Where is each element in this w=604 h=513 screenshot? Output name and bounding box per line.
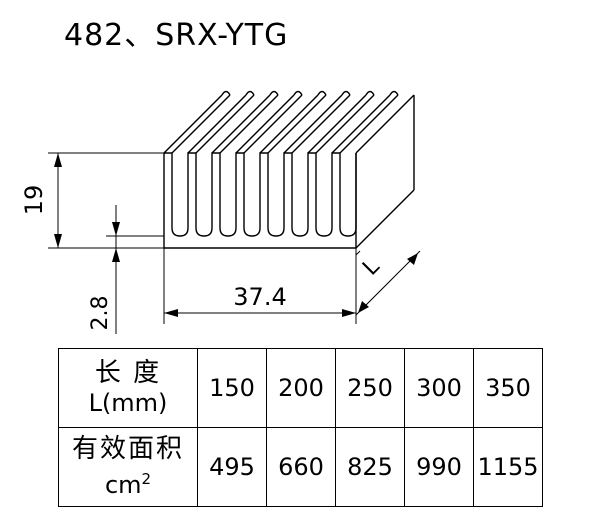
length-value: 350 — [473, 348, 543, 428]
width-label: 37.4 — [233, 283, 286, 311]
area-unit-base: cm — [104, 471, 142, 499]
area-value: 660 — [266, 427, 336, 507]
fin-back-caps — [221, 90, 399, 96]
area-header-cn: 有效面积 — [71, 434, 184, 464]
dim-length — [355, 250, 421, 316]
base-thickness-label: 2.8 — [88, 296, 113, 331]
table-row-area: 有效面积 cm2 495 660 825 990 1155 — [58, 427, 543, 507]
dim-width — [163, 248, 357, 324]
fin-top-edges — [163, 94, 415, 154]
area-value: 1155 — [473, 427, 543, 507]
dimension-arrows — [54, 153, 418, 317]
area-value: 990 — [404, 427, 474, 507]
table-row-length: 长 度 L(mm) 150 200 250 300 350 — [58, 348, 543, 428]
area-value: 495 — [197, 427, 267, 507]
area-unit-exponent: 2 — [141, 470, 152, 488]
length-header: 长 度 L(mm) — [58, 348, 198, 428]
area-value: 825 — [335, 427, 405, 507]
fin-profile — [164, 152, 357, 237]
length-value: 300 — [404, 348, 474, 428]
dim-height — [48, 152, 164, 249]
bottom-right-edge — [355, 189, 415, 249]
length-header-cn: 长 度 — [94, 358, 162, 388]
area-header-unit: cm2 — [59, 464, 197, 500]
length-value: 250 — [335, 348, 405, 428]
spec-table: 长 度 L(mm) 150 200 250 300 350 有效面积 cm2 4… — [58, 348, 543, 507]
length-value: 150 — [197, 348, 267, 428]
heatsink-drawing: 19 2.8 37.4 L — [20, 90, 421, 334]
length-value: 200 — [266, 348, 336, 428]
length-label: L — [358, 254, 385, 281]
area-header: 有效面积 cm2 — [58, 427, 198, 507]
length-header-unit: L(mm) — [88, 389, 168, 417]
height-label: 19 — [20, 185, 48, 216]
drawing-title: 482、SRX-YTG — [64, 18, 289, 53]
